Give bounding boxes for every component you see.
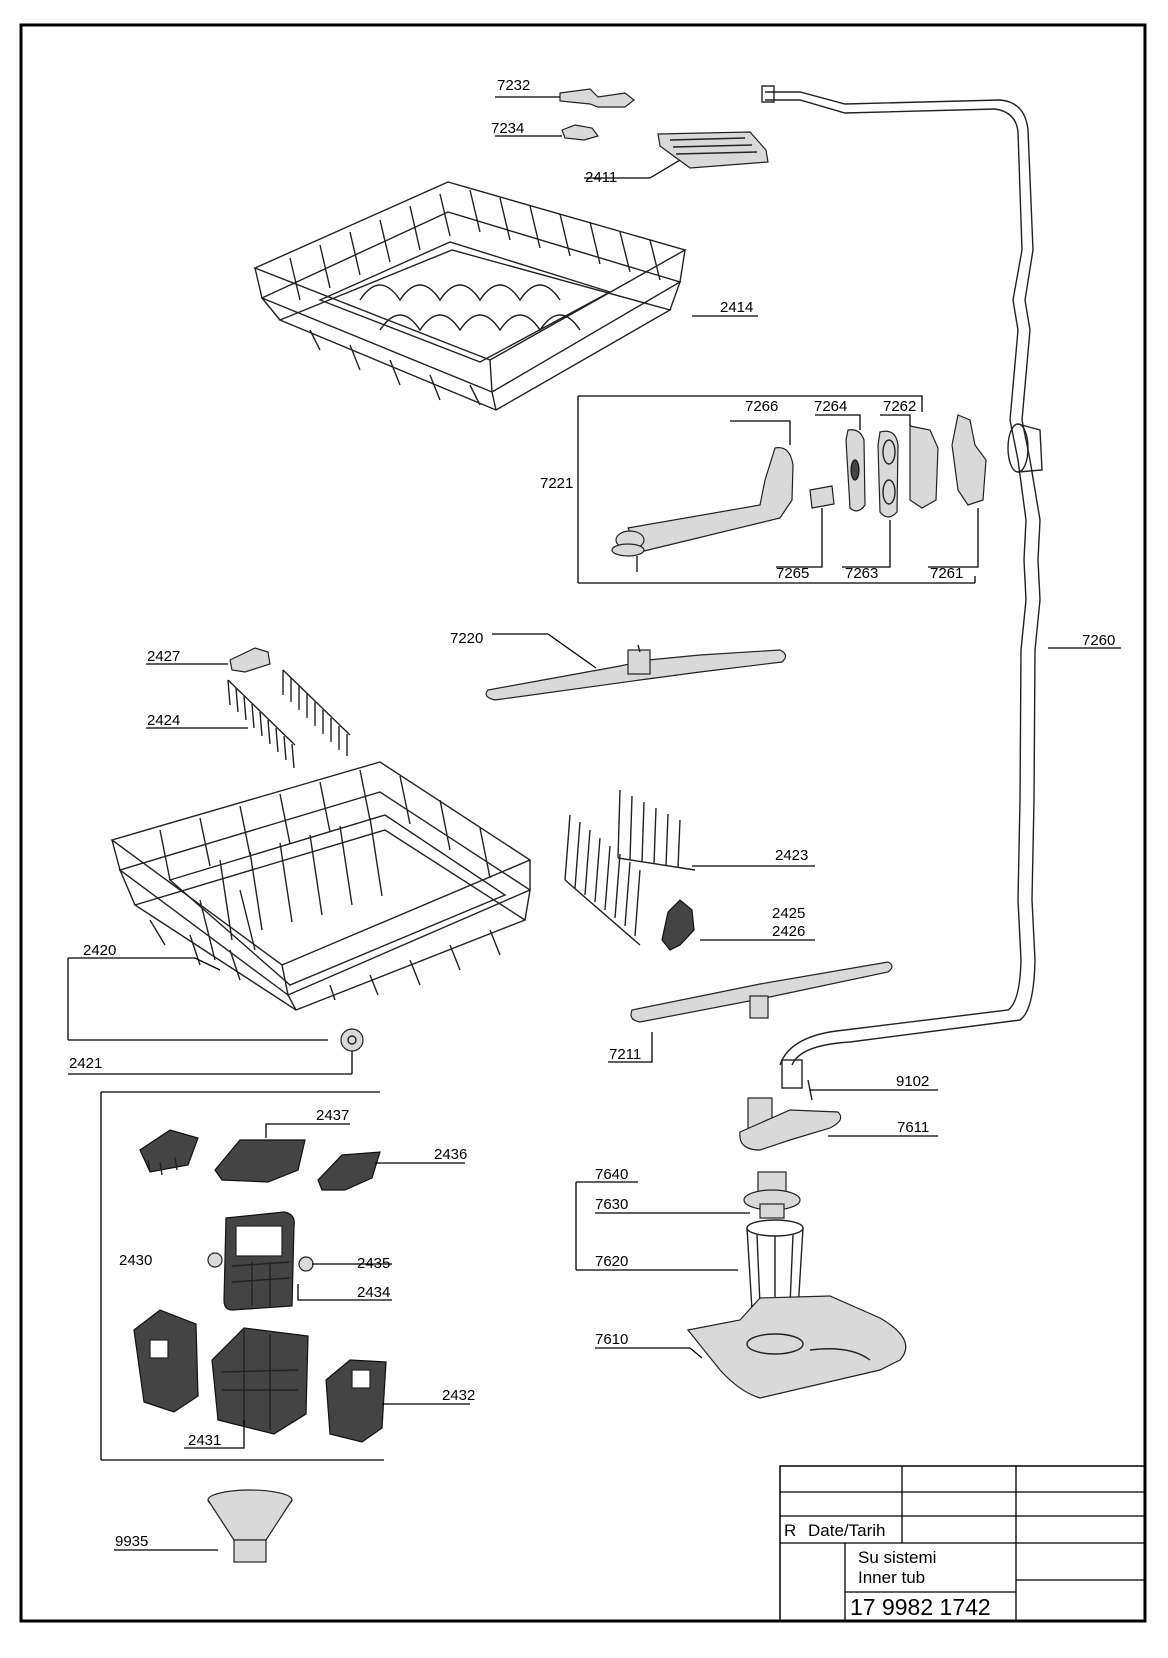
upper-spray-arm-7220 [485, 633, 787, 701]
label-2432: 2432 [442, 1387, 475, 1404]
title-block: R Date/Tarih Su sistemi Inner tub 17 998… [779, 1465, 1146, 1622]
label-7260: 7260 [1082, 632, 1115, 649]
drawing-number: 17 9982 1742 [850, 1594, 991, 1620]
label-2426: 2426 [772, 923, 805, 940]
label-7610: 7610 [595, 1331, 628, 1348]
filter-group-7640 [575, 1171, 907, 1399]
tine-rack-2424 [146, 669, 351, 769]
label-9102: 9102 [896, 1073, 929, 1090]
part-number-labels: 7232 7234 2411 2414 7266 7264 7262 7221 … [69, 77, 1115, 1550]
water-pipe-7260 [761, 85, 1121, 1089]
label-2425: 2425 [772, 905, 805, 922]
label-2420: 2420 [83, 942, 116, 959]
pump-sump-7611 [739, 1097, 938, 1151]
label-7221: 7221 [540, 475, 573, 492]
label-2431: 2431 [188, 1432, 221, 1449]
label-2411: 2411 [585, 169, 617, 186]
label-7263: 7263 [845, 565, 878, 582]
label-2430: 2430 [119, 1252, 152, 1269]
wheel-2421 [68, 1028, 364, 1075]
label-2421: 2421 [69, 1055, 102, 1072]
label-7234: 7234 [491, 120, 524, 137]
label-7211: 7211 [609, 1046, 641, 1063]
spray-arm-group-7221 [577, 395, 987, 584]
lower-basket-2420 [67, 761, 532, 1041]
part-2411 [584, 131, 769, 179]
label-7264: 7264 [814, 398, 847, 415]
label-7611: 7611 [897, 1119, 929, 1136]
lower-spray-arm-7211 [608, 961, 893, 1063]
label-2424: 2424 [147, 712, 180, 729]
label-7232: 7232 [497, 77, 530, 94]
title-line-2: Inner tub [858, 1568, 925, 1587]
tine-set-2423 [564, 789, 815, 946]
screw-9102 [807, 1079, 938, 1101]
label-7220: 7220 [450, 630, 483, 647]
part-7234 [495, 124, 600, 141]
upper-basket-2414 [253, 181, 758, 411]
label-9935: 9935 [115, 1533, 148, 1550]
label-7261: 7261 [930, 565, 963, 582]
hinge-2425-2426 [661, 899, 815, 951]
label-7620: 7620 [595, 1253, 628, 1270]
drawing-frame [19, 23, 1147, 1623]
label-7640: 7640 [595, 1166, 628, 1183]
clip-2427 [146, 647, 271, 673]
date-label: Date/Tarih [808, 1521, 885, 1540]
cutlery-group-2430 [100, 1091, 470, 1461]
label-2435: 2435 [357, 1255, 390, 1272]
label-2423: 2423 [775, 847, 808, 864]
label-7266: 7266 [745, 398, 778, 415]
label-2427: 2427 [147, 648, 180, 665]
label-2436: 2436 [434, 1146, 467, 1163]
label-2434: 2434 [357, 1284, 390, 1301]
label-7262: 7262 [883, 398, 916, 415]
revision-label: R [784, 1521, 796, 1540]
funnel-9935 [114, 1489, 293, 1563]
part-7232 [495, 88, 635, 108]
label-7265: 7265 [776, 565, 809, 582]
label-2437: 2437 [316, 1107, 349, 1124]
title-line-1: Su sistemi [858, 1548, 936, 1567]
label-7630: 7630 [595, 1196, 628, 1213]
label-2414: 2414 [720, 299, 753, 316]
